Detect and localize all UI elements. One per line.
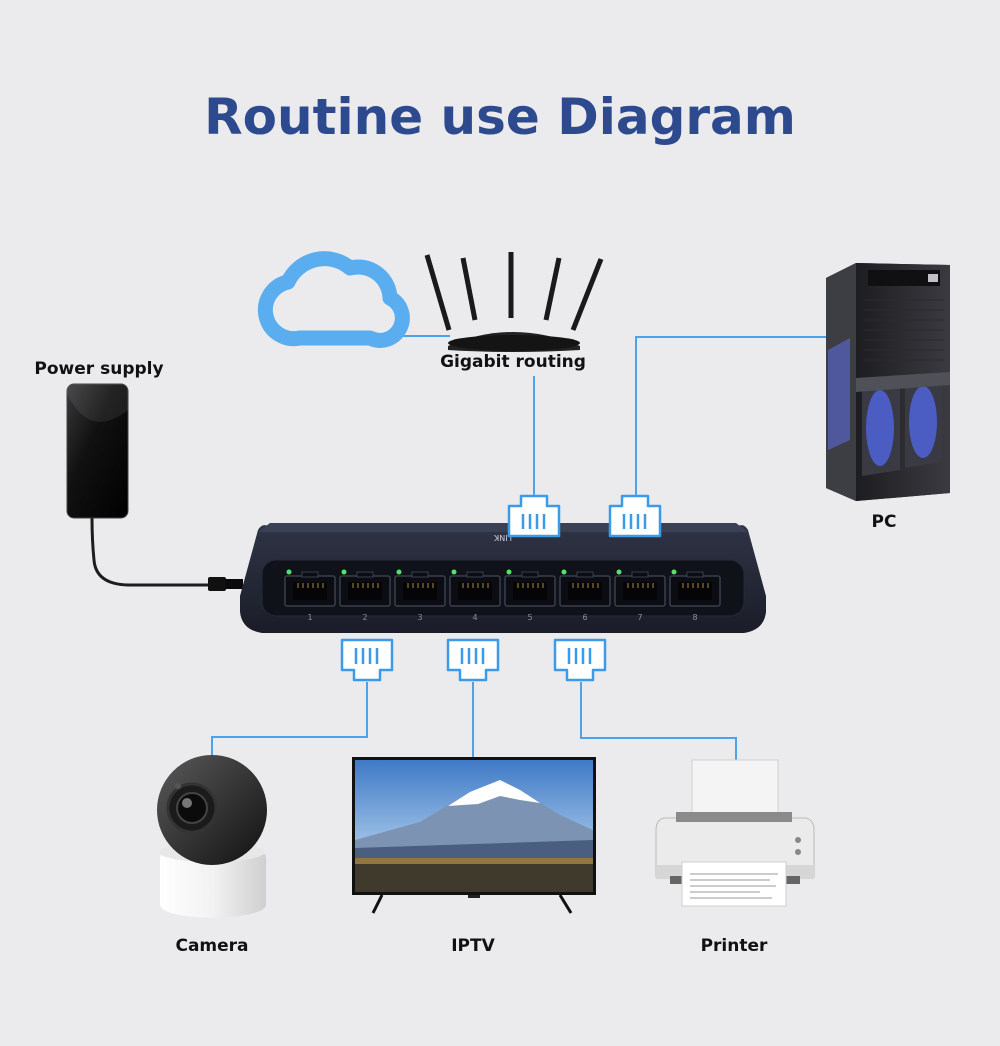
pc-tower-icon — [826, 263, 950, 501]
port-number-8: 8 — [692, 613, 697, 622]
switch-to-printer-line — [580, 682, 737, 760]
switch-port-8: 8 — [669, 569, 721, 622]
camera-label: Camera — [175, 936, 249, 956]
port-led-6 — [561, 569, 567, 575]
port-led-8 — [671, 569, 677, 575]
rj45-connector-pc — [608, 494, 662, 538]
rj45-connectors — [340, 494, 662, 682]
port-number-7: 7 — [637, 613, 642, 622]
port-led-2 — [341, 569, 347, 575]
switch-to-camera-line — [211, 682, 368, 760]
cloud-icon — [257, 251, 410, 348]
connection-lines — [211, 335, 826, 760]
port-number-4: 4 — [472, 613, 477, 622]
port-number-5: 5 — [527, 613, 532, 622]
router-icon — [424, 252, 604, 352]
iptv-label: IPTV — [451, 936, 495, 956]
pc-to-switch-line — [635, 336, 826, 496]
tv-icon — [352, 757, 596, 914]
rj45-connector-camera — [340, 638, 394, 682]
port-led-7 — [616, 569, 622, 575]
rj45-connector-router — [507, 494, 561, 538]
port-number-2: 2 — [362, 613, 367, 622]
port-led-4 — [451, 569, 457, 575]
printer-icon — [655, 759, 815, 907]
switch-brand: LINK — [493, 533, 512, 542]
port-led-1 — [286, 569, 292, 575]
port-number-1: 1 — [307, 613, 312, 622]
port-led-3 — [396, 569, 402, 575]
power-supply-label: Power supply — [34, 359, 164, 379]
router-label: Gigabit routing — [440, 352, 586, 372]
switch-port-5: 5 — [504, 569, 556, 622]
switch-port-2: 2 — [339, 569, 391, 622]
switch-ports: 1 2 3 4 5 6 7 8 — [284, 569, 721, 622]
power-supply-icon — [66, 383, 243, 591]
switch-port-1: 1 — [284, 569, 336, 622]
switch-port-6: 6 — [559, 569, 611, 622]
printer-label: Printer — [700, 936, 768, 956]
port-led-5 — [506, 569, 512, 575]
switch-port-4: 4 — [449, 569, 501, 622]
pc-label: PC — [871, 512, 897, 532]
switch-port-3: 3 — [394, 569, 446, 622]
camera-icon — [157, 755, 267, 918]
switch-port-7: 7 — [614, 569, 666, 622]
port-number-6: 6 — [582, 613, 587, 622]
rj45-connector-printer — [553, 638, 607, 682]
diagram-title: Routine use Diagram — [204, 88, 796, 146]
network-switch-icon: LINK 1 2 3 4 5 6 7 8 — [240, 523, 766, 633]
rj45-connector-iptv — [446, 638, 500, 682]
port-number-3: 3 — [417, 613, 422, 622]
